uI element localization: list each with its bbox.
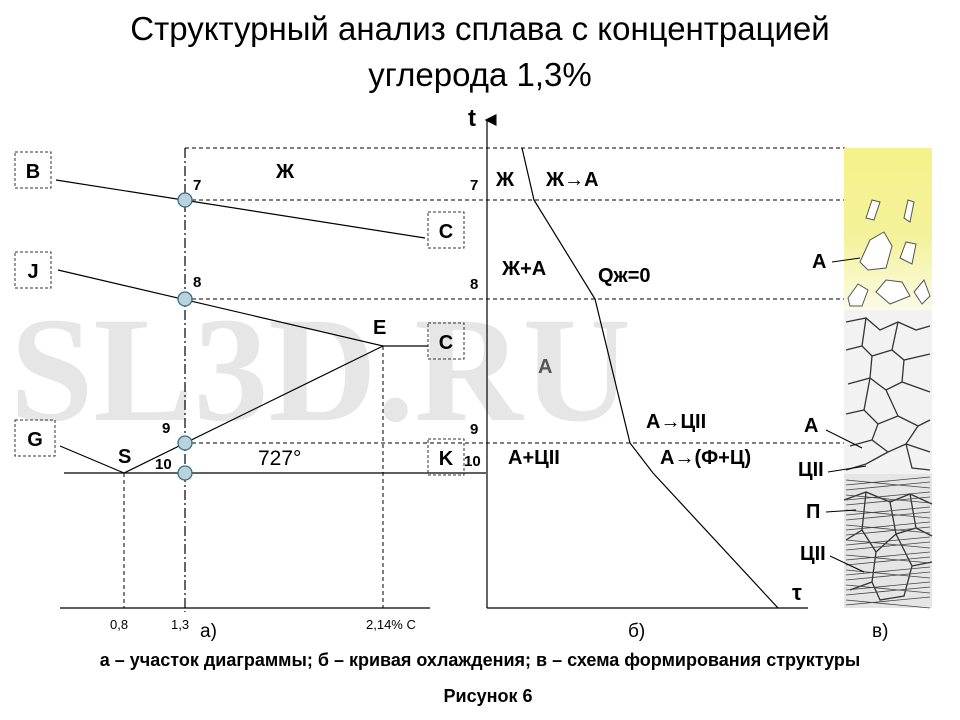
label-c1: C (439, 221, 453, 243)
panel-a-label: а) (200, 621, 217, 642)
pearlite-lamella (845, 491, 931, 501)
label-e: E (373, 317, 386, 339)
title-line-1: Структурный анализ сплава с концентрацие… (130, 10, 829, 47)
point-10-label: 10 (155, 456, 172, 473)
label-b: B (26, 161, 40, 183)
temp-mark-7: 7 (470, 177, 478, 194)
liquidus-line (55, 179, 426, 239)
region-austenite: А (538, 356, 552, 378)
pearlite-lamella (845, 566, 931, 576)
solidus-line (57, 269, 384, 347)
pearlite-lamella (845, 599, 931, 609)
panel-a-phase-diagram: B J G C C K E S Ж 727° 7 8 9 10 0,8 1,3 … (14, 147, 845, 642)
leader-austenite-2 (825, 429, 863, 449)
point-8-label: 8 (193, 274, 201, 291)
label-g: G (27, 429, 43, 451)
pearlite-lamella (845, 479, 931, 489)
watermark: SL3D.RU (10, 287, 631, 453)
cooling-curve (521, 147, 779, 609)
tau-axis-label: τ (792, 580, 802, 605)
pearlite-lamella (845, 539, 931, 549)
phase-liquid-label: Ж (275, 161, 295, 183)
tick-0-8: 0,8 (110, 617, 128, 632)
region-liq-plus-a: Ж+А (501, 258, 546, 280)
panel-b-label: б) (628, 621, 645, 642)
pearlite-grains (843, 476, 933, 609)
austenite-grains (845, 317, 931, 471)
panel-c-structure-scheme: А А ЦII П ЦII в) (798, 148, 933, 642)
point-7-marker (177, 192, 193, 208)
gs-line (59, 445, 125, 474)
pearlite-lamella (845, 511, 931, 521)
struct-label-austenite-2: А (804, 415, 818, 437)
region-liquid: Ж (495, 169, 515, 191)
pearlite-lamella (845, 536, 931, 546)
austenite-zone (844, 310, 932, 474)
pearlite-lamella (845, 554, 931, 564)
label-k: K (439, 448, 454, 470)
pearlite-lamella (845, 524, 931, 534)
struct-label-cementite-1: ЦII (798, 459, 824, 481)
pearlite-lamella (845, 509, 931, 519)
point-7-label: 7 (193, 177, 201, 194)
region-a-to-fc: А→(Ф+Ц) (660, 447, 751, 469)
struct-label-austenite-1: А (812, 251, 826, 273)
label-box-b (14, 151, 52, 189)
leader-cementite-1 (827, 465, 867, 473)
label-s: S (118, 446, 131, 468)
pearlite-lamella (845, 521, 931, 531)
label-box-c1 (427, 211, 465, 249)
pearlite-lamella (845, 526, 931, 536)
pearlite-lamella (845, 571, 931, 581)
pearlite-lamella (845, 569, 931, 579)
panel-c-label: в) (872, 621, 888, 642)
es-line (123, 345, 384, 474)
label-c2: C (439, 332, 453, 354)
point-9-label: 9 (162, 420, 170, 437)
temp-mark-10: 10 (464, 453, 481, 470)
austenite-crystals (847, 199, 931, 307)
pearlite-lamella (845, 584, 931, 594)
region-q-zero: Qж=0 (598, 265, 651, 287)
leader-austenite-1 (831, 257, 861, 263)
leader-pearlite (825, 509, 857, 513)
leader-cementite-2 (829, 555, 865, 573)
pearlite-lamella (845, 586, 931, 596)
pearlite-lamella (845, 596, 931, 606)
tick-1-3: 1,3 (171, 617, 189, 632)
pearlite-lamella (845, 476, 931, 486)
tick-2-14: 2,14% С (366, 617, 416, 632)
region-a-plus-c2: А+ЦII (508, 447, 560, 469)
label-box-j (14, 251, 52, 289)
point-10-marker (177, 465, 193, 481)
pearlite-lamella (845, 506, 931, 516)
region-liq-to-a: Ж→А (545, 169, 599, 191)
panel-b-cooling-curve: t τ 7 8 9 10 Ж Ж→А Ж+А Qж=0 А А→ЦII А+ЦI… (464, 105, 808, 642)
pearlite-lamella (845, 541, 931, 551)
pearlite-lamella (845, 556, 931, 566)
point-9-marker (177, 435, 193, 451)
t-axis-label: t (468, 105, 476, 132)
label-box-k (427, 438, 465, 476)
struct-label-pearlite: П (806, 501, 820, 523)
temp-mark-9: 9 (470, 421, 478, 438)
label-j: J (27, 261, 38, 283)
title-line-2: углерода 1,3% (368, 56, 591, 93)
pearlite-lamella (845, 551, 931, 561)
label-box-c2 (427, 322, 465, 360)
struct-label-cementite-2: ЦII (800, 543, 826, 565)
pearlite-lamella (845, 481, 931, 491)
point-8-marker (177, 291, 193, 307)
temp-mark-8: 8 (470, 276, 478, 293)
pearlite-lamella (845, 581, 931, 591)
figure-caption: а – участок диаграммы; б – кривая охлажд… (100, 650, 860, 670)
label-box-g (14, 419, 56, 457)
pearlite-lamella (845, 496, 931, 506)
figure-label: Рисунок 6 (444, 686, 533, 706)
region-a-to-c2: А→ЦII (646, 411, 706, 433)
eutectoid-temp-label: 727° (258, 447, 301, 470)
pearlite-lamella (845, 494, 931, 504)
